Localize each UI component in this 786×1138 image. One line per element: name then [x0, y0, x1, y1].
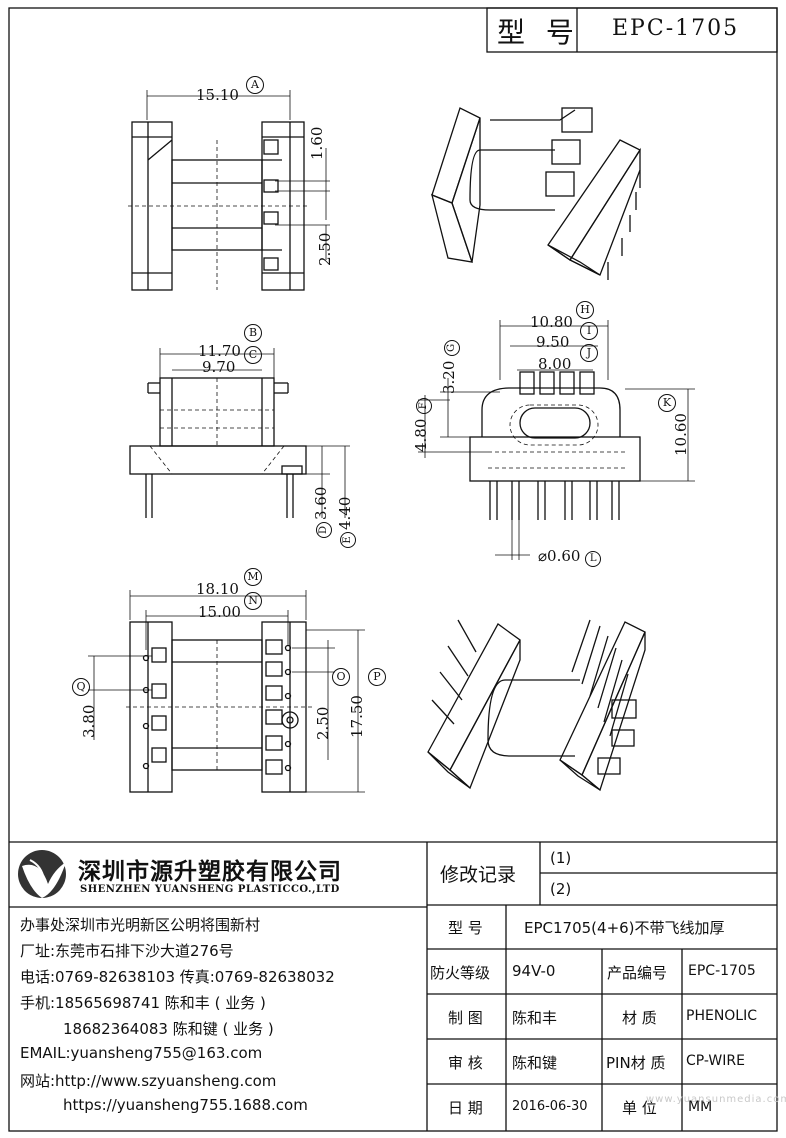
dim-2-50-top: 2.50 [316, 232, 334, 266]
spec-model-label: 型 号 [448, 919, 483, 937]
tag-P: P [368, 668, 386, 686]
dim-J: 8.00 [538, 355, 572, 373]
spec-pin-label: PIN材 质 [606, 1054, 666, 1072]
dim-E: E4.40 [336, 497, 356, 548]
dim-D: D3.60 [312, 487, 332, 538]
spec-unit-value: MM [688, 1099, 713, 1115]
company-website: 网站:http://www.szyuansheng.com [20, 1072, 277, 1090]
view-iso-top [431, 107, 641, 280]
company-website-2: https://yuansheng755.1688.com [63, 1096, 308, 1114]
dim-O: 2.50 [314, 706, 332, 740]
spec-date-label: 日 期 [448, 1099, 483, 1117]
spec-fire-value: 94V-0 [512, 962, 556, 980]
company-logo [18, 850, 66, 898]
spec-model-value: EPC1705(4+6)不带飞线加厚 [524, 919, 725, 937]
company-mobile-2: 18682364083 陈和键 ( 业务 ) [63, 1020, 274, 1038]
view-top-left [128, 90, 330, 291]
spec-fire-label: 防火等级 [430, 964, 491, 982]
dim-G: 3.20 G [440, 339, 460, 394]
tag-J: J [580, 344, 598, 362]
dim-B: 11.70 [198, 342, 241, 360]
dim-C: 9.70 [202, 358, 236, 376]
dim-P: 17.50 [348, 695, 366, 738]
spec-review-label: 审 核 [448, 1054, 483, 1072]
dim-N: 15.00 [198, 603, 241, 621]
title-model-label: 型 号 [497, 16, 580, 49]
tag-A: A [246, 76, 264, 94]
dim-A: 15.10 [196, 86, 239, 104]
tag-B: B [244, 324, 262, 342]
tag-H: H [576, 301, 594, 319]
spec-unit-label: 单 位 [622, 1099, 657, 1117]
spec-prodno-value: EPC-1705 [688, 963, 756, 979]
tag-I: I [580, 322, 598, 340]
tag-Q: Q [72, 678, 90, 696]
spec-pin-value: CP-WIRE [686, 1053, 745, 1069]
table-grid [9, 841, 777, 1131]
spec-drawn-label: 制 图 [448, 1009, 483, 1027]
company-factory: 厂址:东莞市石排下沙大道276号 [20, 942, 234, 960]
dim-F: 4.80 F [412, 397, 432, 452]
tag-O: O [332, 668, 350, 686]
tag-N: N [244, 592, 262, 610]
revision-1: (1) [550, 849, 572, 867]
view-iso-bottom [427, 619, 646, 792]
tag-M: M [244, 568, 262, 586]
view-bottom-left [88, 590, 365, 793]
company-mobile-1: 手机:18565698741 陈和丰 ( 业务 ) [20, 994, 266, 1012]
dim-I: 9.50 [536, 333, 570, 351]
dim-L: ⌀0.60 L [538, 547, 602, 567]
dim-H: 10.80 [530, 313, 573, 331]
company-office: 办事处深圳市光明新区公明将围新村 [20, 916, 261, 934]
company-phone: 电话:0769-82638103 传真:0769-82638032 [20, 968, 335, 986]
spec-drawn-value: 陈和丰 [512, 1009, 558, 1027]
spec-date-value: 2016-06-30 [512, 1099, 588, 1114]
dim-M: 18.10 [196, 580, 239, 598]
dim-1-60: 1.60 [308, 126, 326, 160]
title-model-value: EPC-1705 [612, 16, 740, 41]
dim-K: 10.60 [672, 413, 690, 456]
dim-Q: 3.80 [80, 704, 98, 738]
spec-material-value: PHENOLIC [686, 1008, 758, 1024]
spec-review-value: 陈和键 [512, 1054, 558, 1072]
revision-label: 修改记录 [440, 864, 517, 886]
company-name-cn: 深圳市源升塑胶有限公司 [78, 859, 342, 885]
spec-prodno-label: 产品编号 [607, 964, 668, 982]
tag-K: K [658, 394, 676, 412]
watermark: www.yuansunmedia.com [646, 1094, 786, 1105]
tag-C: C [244, 346, 262, 364]
view-side-left [129, 348, 350, 518]
spec-material-label: 材 质 [622, 1009, 657, 1027]
company-name-en: SHENZHEN YUANSHENG PLASTICCO.,LTD [80, 884, 340, 895]
revision-2: (2) [550, 880, 572, 898]
view-front-right [418, 320, 695, 560]
company-email: EMAIL:yuansheng755@163.com [20, 1044, 263, 1062]
